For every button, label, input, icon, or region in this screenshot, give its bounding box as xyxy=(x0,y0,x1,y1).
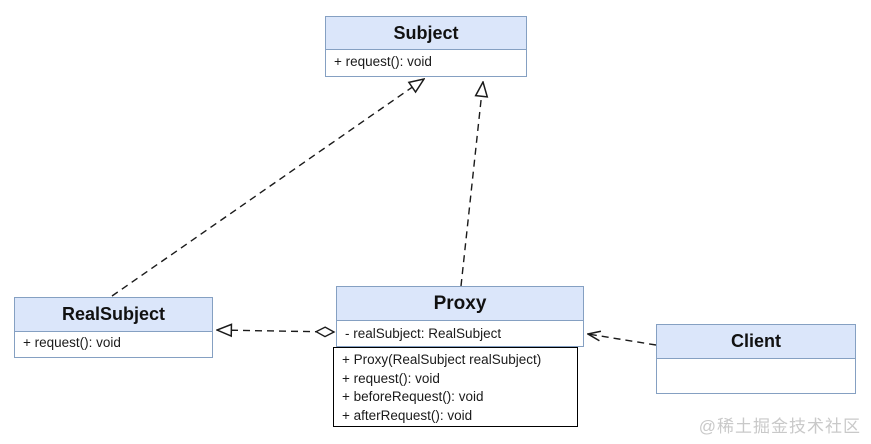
class-methods-proxy: + Proxy(RealSubject realSubject) + reque… xyxy=(333,347,578,427)
attribute-label: - realSubject: RealSubject xyxy=(345,326,502,341)
method-label: + beforeRequest(): void xyxy=(342,389,484,405)
method-label: + request(): void xyxy=(23,335,121,350)
class-title-subject: Subject xyxy=(326,17,526,50)
class-title-proxy: Proxy xyxy=(337,287,583,321)
class-body-realsubject: + request(): void xyxy=(15,332,212,353)
class-box-client: Client xyxy=(656,324,856,394)
edge-proxy-implements-subject xyxy=(460,82,483,287)
edge-client-uses-proxy xyxy=(588,334,657,346)
method-label: + afterRequest(): void xyxy=(342,407,473,423)
method-label: + request(): void xyxy=(334,54,432,69)
edge-realsubject-implements-subject xyxy=(111,79,424,297)
class-attributes-proxy: - realSubject: RealSubject xyxy=(337,321,583,344)
method-label: + request(): void xyxy=(342,370,440,386)
class-title-realsubject: RealSubject xyxy=(15,298,212,332)
watermark-text: @稀土掘金技术社区 xyxy=(698,417,861,436)
class-box-subject: Subject + request(): void xyxy=(325,16,527,77)
class-title-client: Client xyxy=(657,325,855,359)
class-box-proxy: Proxy - realSubject: RealSubject xyxy=(336,286,584,347)
class-body-client xyxy=(657,359,855,394)
class-box-realsubject: RealSubject + request(): void xyxy=(14,297,213,358)
method-label: + Proxy(RealSubject realSubject) xyxy=(342,352,542,367)
edge-proxy-to-realsubject xyxy=(217,330,334,332)
class-body-subject: + request(): void xyxy=(326,50,526,72)
